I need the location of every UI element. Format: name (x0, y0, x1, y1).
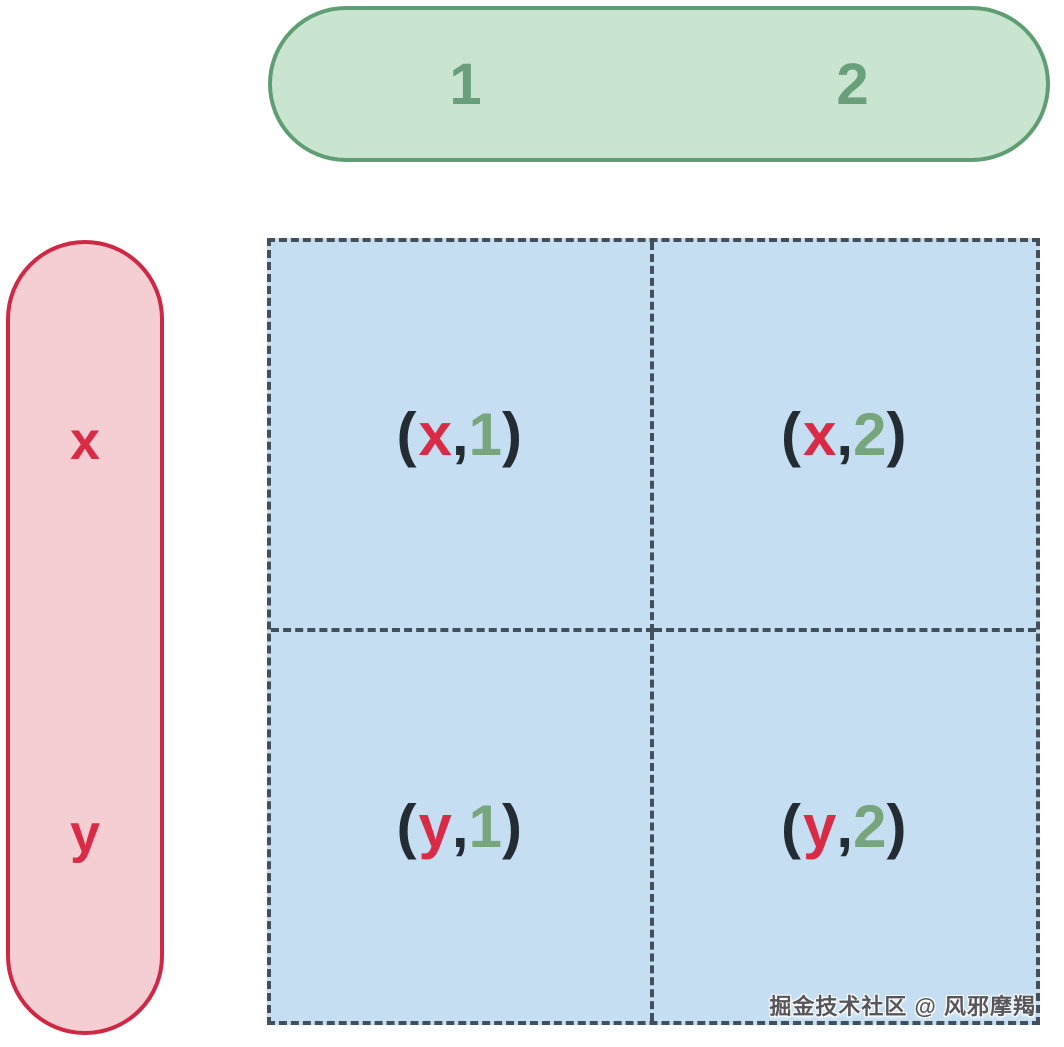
close-paren: ) (886, 401, 909, 469)
pair-second: 1 (468, 401, 502, 469)
close-paren: ) (501, 792, 524, 860)
open-paren: ( (781, 792, 804, 860)
pair-first: y (418, 792, 452, 860)
left-set-element-y: y (69, 804, 101, 865)
pair-comma: , (836, 401, 854, 469)
pair-second: 1 (468, 792, 502, 860)
pair-second: 2 (853, 401, 887, 469)
top-set-pill: 1 2 (268, 6, 1050, 162)
pair-first: x (418, 401, 452, 469)
grid-cell-x2: (x,2) (653, 242, 1036, 632)
pair-second: 2 (853, 792, 887, 860)
open-paren: ( (396, 792, 419, 860)
top-set-element-1: 1 (449, 51, 482, 117)
open-paren: ( (396, 401, 419, 469)
open-paren: ( (781, 401, 804, 469)
grid-cell-y2: (y,2) (654, 632, 1037, 1022)
pair-comma: , (836, 792, 854, 860)
pair-comma: , (451, 401, 469, 469)
top-set-element-2: 2 (836, 51, 869, 117)
pair-first: x (803, 401, 837, 469)
pair-comma: , (451, 792, 469, 860)
left-set-pill: x y (6, 240, 164, 1035)
left-set-element-x: x (69, 410, 101, 471)
watermark-text: 掘金技术社区 @ 风邪摩羯 (769, 994, 1036, 1019)
pair-first: y (803, 792, 837, 860)
close-paren: ) (886, 792, 909, 860)
product-grid: (x,1) (x,2) (y,1) (y,2) (267, 238, 1040, 1025)
grid-cell-x1: (x,1) (271, 242, 654, 632)
grid-cell-y1: (y,1) (271, 631, 654, 1021)
close-paren: ) (501, 401, 524, 469)
